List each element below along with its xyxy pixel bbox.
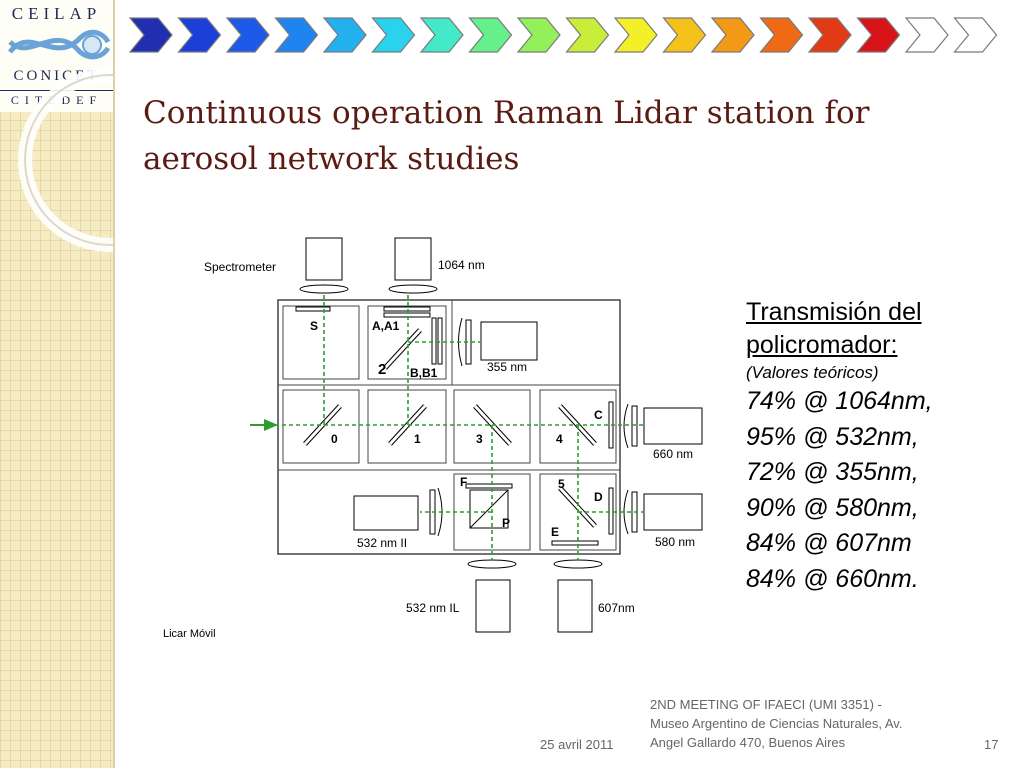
footer-event: 2ND MEETING OF IFAECI (UMI 3351) - Museo… xyxy=(650,695,960,752)
spectrometer-detector xyxy=(305,237,343,281)
sidebar-pattern: CEILAP CONICET CITEDEF xyxy=(0,0,115,768)
filter-s xyxy=(295,306,331,312)
label-580nm: 580 nm xyxy=(655,535,695,549)
mirror-2-inner xyxy=(383,328,422,370)
label-532nm-ii: 532 nm II xyxy=(357,536,407,550)
transmission-value: 95% @ 532nm, xyxy=(746,422,919,451)
lens-1064 xyxy=(388,284,438,294)
header-arrow-icon xyxy=(856,17,901,53)
label-p: P xyxy=(502,516,510,530)
footer-line-3: Angel Gallardo 470, Buenos Aires xyxy=(650,735,846,750)
label-b-b1: B,B1 xyxy=(410,366,438,380)
label-f: F xyxy=(460,475,467,489)
detector-532ii xyxy=(353,495,419,531)
filter-d xyxy=(608,487,614,535)
transmission-heading-2: policromador: xyxy=(746,331,898,359)
transmission-value: 74% @ 1064nm, xyxy=(746,387,933,415)
filter-a1 xyxy=(383,312,431,318)
label-3: 3 xyxy=(476,432,483,446)
detector-660 xyxy=(643,407,703,445)
label-c: C xyxy=(594,408,603,422)
decorative-rings xyxy=(18,68,113,252)
label-532nm-il: 532 nm IL xyxy=(406,601,460,615)
cell-1 xyxy=(367,389,447,464)
header-arrow-icon xyxy=(274,17,319,53)
filter-b xyxy=(431,317,437,365)
label-660nm: 660 nm xyxy=(653,447,693,461)
filter-e xyxy=(551,540,599,546)
header-arrow-icon xyxy=(225,17,270,53)
footer-date: 25 avril 2011 xyxy=(540,737,614,752)
header-arrow-icon xyxy=(516,17,561,53)
transmission-heading-1: Transmisión del xyxy=(746,298,922,326)
label-spectrometer: Spectrometer xyxy=(204,260,276,274)
cell-3 xyxy=(453,389,531,464)
title-line-2: aerosol network studies xyxy=(143,141,520,177)
lens-spectrometer xyxy=(299,284,349,294)
header-arrow-icon xyxy=(468,17,513,53)
logo-ceilap-text: CEILAP xyxy=(11,4,102,23)
label-0: 0 xyxy=(331,432,338,446)
header-arrow-icon xyxy=(565,17,610,53)
laser-beam-paths xyxy=(268,294,644,560)
transmission-panel: Transmisión del policromador: (Valores t… xyxy=(746,296,1006,597)
slide-title: Continuous operation Raman Lidar station… xyxy=(143,90,963,182)
lens-660 xyxy=(623,403,629,449)
header-arrow-icon xyxy=(807,17,852,53)
logo-swirl-icon xyxy=(7,29,111,60)
polychromator-housing xyxy=(277,299,621,555)
filter-a xyxy=(383,306,431,312)
header-arrow-icon xyxy=(128,17,173,53)
title-line-1: Continuous operation Raman Lidar station… xyxy=(143,95,870,131)
detector-580 xyxy=(643,493,703,531)
label-5: 5 xyxy=(558,477,565,491)
label-e: E xyxy=(551,525,559,539)
input-arrow-icon xyxy=(264,419,278,431)
label-1: 1 xyxy=(414,432,421,446)
detector-532il xyxy=(475,579,511,633)
footer-line-1: 2ND MEETING OF IFAECI (UMI 3351) - xyxy=(650,697,882,712)
detector-1064 xyxy=(394,237,432,281)
header-arrow-icon xyxy=(904,17,949,53)
label-4: 4 xyxy=(556,432,563,446)
label-s: S xyxy=(310,319,318,333)
cell-s xyxy=(282,305,360,380)
header-arrow-icon xyxy=(759,17,804,53)
polarizer-diagonal xyxy=(469,489,509,529)
lens-532il xyxy=(467,559,517,569)
header-arrow-icon xyxy=(662,17,707,53)
label-607nm: 607nm xyxy=(598,601,635,615)
filter-f xyxy=(465,483,513,489)
header-arrow-icon xyxy=(419,17,464,53)
header-arrow-icon xyxy=(371,17,416,53)
polychromator-diagram: Spectrometer 1064 nm S A,A1 2 B,B1 355 n… xyxy=(163,237,703,640)
detector-355 xyxy=(480,321,538,361)
header-arrow-strip xyxy=(128,17,998,53)
label-lidar-movil: Licar Móvil xyxy=(163,628,216,640)
mirror-5-inner xyxy=(558,486,597,528)
label-1064nm: 1064 nm xyxy=(438,258,485,272)
header-arrow-icon xyxy=(953,17,998,53)
page-number: 17 xyxy=(984,737,999,752)
transmission-value: 90% @ 580nm, xyxy=(746,493,919,522)
lens-660-plate xyxy=(631,405,638,447)
header-arrow-icon xyxy=(710,17,755,53)
detector-607 xyxy=(557,579,593,633)
footer-line-2: Museo Argentino de Ciencias Naturales, A… xyxy=(650,716,903,731)
filter-b1 xyxy=(437,317,443,365)
transmission-value: 84% @ 607nm xyxy=(746,529,912,557)
header-arrow-icon xyxy=(613,17,658,53)
mirror-0-inner xyxy=(303,404,342,446)
label-a-a1: A,A1 xyxy=(372,319,400,333)
header-arrow-icon xyxy=(177,17,222,53)
transmission-value: 84% @ 660nm. xyxy=(746,564,919,593)
label-355nm: 355 nm xyxy=(487,360,527,374)
lens-607 xyxy=(553,559,603,569)
label-d: D xyxy=(594,490,603,504)
label-2: 2 xyxy=(378,361,386,378)
transmission-value: 72% @ 355nm, xyxy=(746,458,919,486)
transmission-note: (Valores teóricos) xyxy=(746,363,879,382)
header-arrow-icon xyxy=(322,17,367,53)
